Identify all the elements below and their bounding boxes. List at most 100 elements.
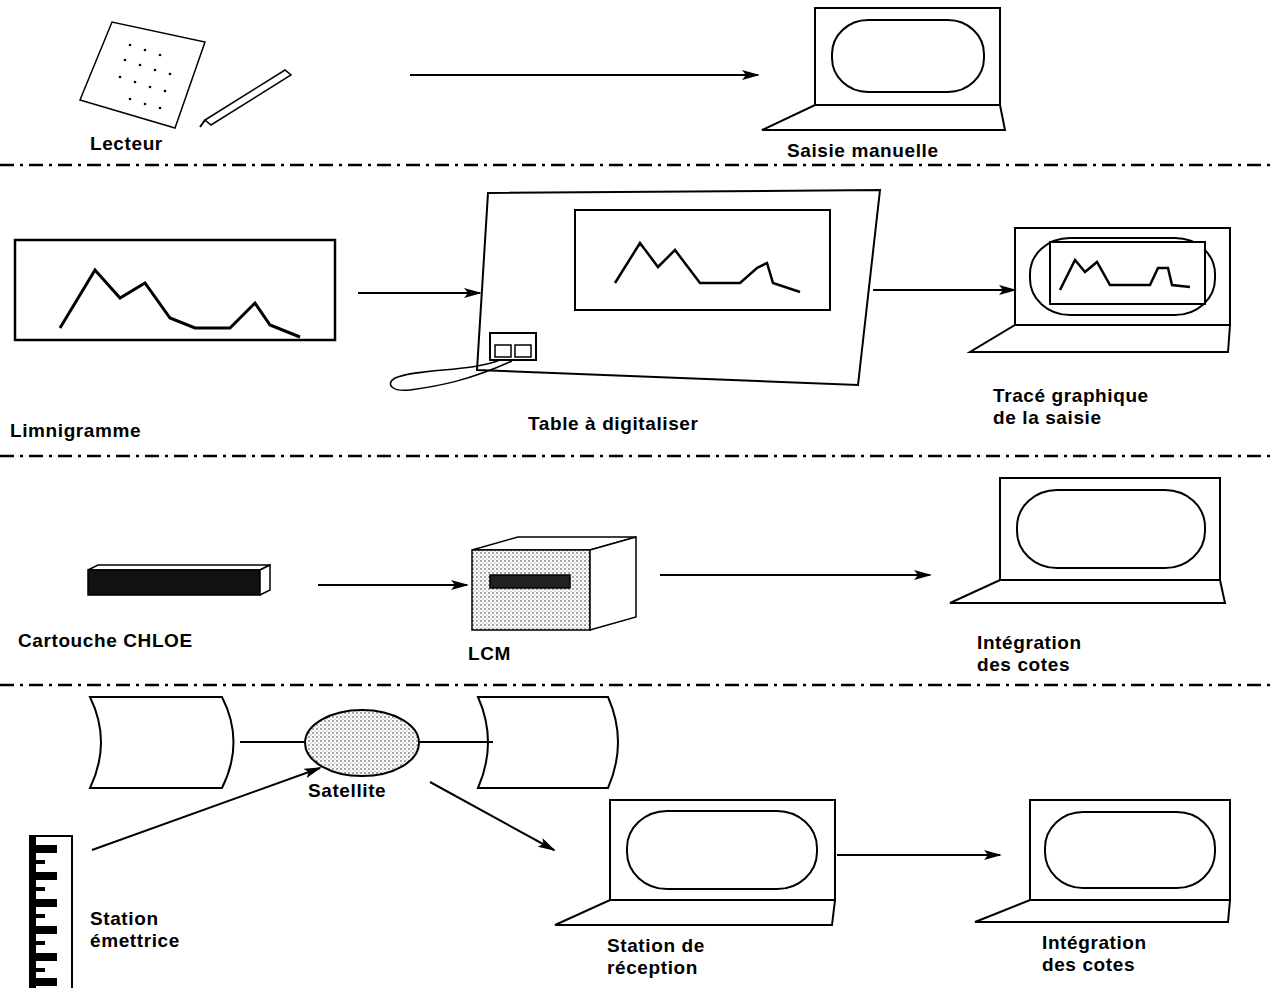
separator-line (0, 164, 1276, 167)
flow-arrow (318, 584, 467, 586)
digitizing-table (390, 190, 880, 390)
figure-node: Cartouche CHLOE (15, 565, 273, 657)
dot (129, 98, 132, 101)
laptop-base (950, 580, 1225, 603)
tick (33, 872, 57, 880)
flow-arrow (837, 854, 1000, 856)
figure-label: Intégration des cotes (977, 632, 1117, 676)
limnigram-frame (15, 240, 335, 340)
figure-node: Satellite (300, 708, 425, 806)
flow-arrow (410, 74, 758, 76)
dot (169, 73, 172, 76)
orbit-scrolls (90, 697, 618, 788)
dot (129, 44, 132, 47)
table-outline (477, 190, 880, 385)
figure-node: Tracé graphique de la saisie (965, 224, 1233, 434)
dot (124, 59, 127, 62)
tick (33, 953, 57, 961)
reader-box (472, 537, 636, 630)
laptop-base (975, 900, 1230, 922)
ruler-ticks (33, 845, 57, 986)
dot (119, 76, 122, 79)
tick (33, 968, 45, 972)
figure-label: Lecteur (90, 133, 163, 155)
table-curve (615, 243, 800, 292)
laptop-display (832, 20, 984, 92)
orbit-line (240, 741, 305, 743)
figure-label: Cartouche CHLOE (18, 630, 193, 652)
figure-node: Saisie manuelle (758, 5, 1013, 167)
laptop-base (970, 325, 1230, 352)
pen-tip (200, 120, 205, 127)
paper-sheet (80, 22, 205, 128)
dot (139, 64, 142, 67)
laptop-base (762, 105, 1005, 130)
paper-dots (119, 44, 172, 110)
dot (159, 107, 162, 110)
separator-line (0, 684, 1276, 687)
laptop-screen (1000, 478, 1220, 580)
figure-node: Intégration des cotes (972, 797, 1234, 982)
laptop-display (1030, 238, 1215, 315)
laptop (555, 800, 835, 925)
dot (159, 54, 162, 57)
tick (33, 845, 57, 853)
flow-arrow (358, 292, 480, 294)
tick (33, 926, 57, 934)
tick (33, 887, 45, 891)
dot (144, 49, 147, 52)
puck-cable (390, 360, 512, 390)
dot (164, 90, 167, 93)
cartridge (88, 565, 270, 595)
box-front (472, 550, 590, 630)
pen-body (205, 70, 291, 125)
dot (149, 86, 152, 89)
cartridge-side (260, 565, 270, 595)
figure-node: Station émettrice (26, 830, 214, 986)
pen (200, 70, 291, 127)
tick (33, 860, 45, 864)
figure-node: Intégration des cotes (945, 475, 1225, 680)
puck (490, 333, 536, 360)
figure-label: Station de réception (607, 935, 742, 979)
figure-label: Table à digitaliser (528, 413, 699, 435)
laptop (762, 8, 1005, 130)
scroll-left (90, 697, 234, 788)
figure-label: Station émettrice (90, 908, 210, 952)
figure-node: Lecteur (75, 18, 300, 159)
laptop-screen (1015, 228, 1230, 325)
dot (134, 81, 137, 84)
separator-line (0, 455, 1276, 458)
tick (33, 978, 57, 986)
figure-label: Intégration des cotes (1042, 932, 1182, 976)
plot-frame (1050, 242, 1205, 304)
laptop-screen (815, 8, 1000, 105)
ruler-strip (30, 836, 36, 988)
orbit-line (419, 741, 493, 743)
laptop-display (627, 811, 817, 889)
gauge-ruler (30, 836, 72, 988)
figure-label: Tracé graphique de la saisie (993, 385, 1173, 429)
laptop (975, 800, 1230, 922)
puck-button (495, 345, 511, 357)
figure-label: Saisie manuelle (787, 140, 939, 162)
figure-label: Limnigramme (10, 420, 141, 442)
dot (154, 69, 157, 72)
flow-arrow (92, 768, 320, 850)
separator-lines (0, 165, 1276, 685)
plot-curve (1060, 260, 1190, 290)
paper-outline (80, 22, 205, 128)
flow-arrow (430, 782, 554, 850)
figure-node: Limnigramme (8, 238, 338, 446)
figure-node: LCM (465, 533, 640, 669)
figure-label: Satellite (308, 780, 386, 802)
laptop-screen (610, 800, 835, 900)
figure-label: LCM (468, 643, 511, 665)
limnigram (15, 240, 335, 340)
flow-arrow (660, 574, 930, 576)
laptop (950, 478, 1225, 603)
figure-node: Table à digitaliser (375, 188, 885, 440)
